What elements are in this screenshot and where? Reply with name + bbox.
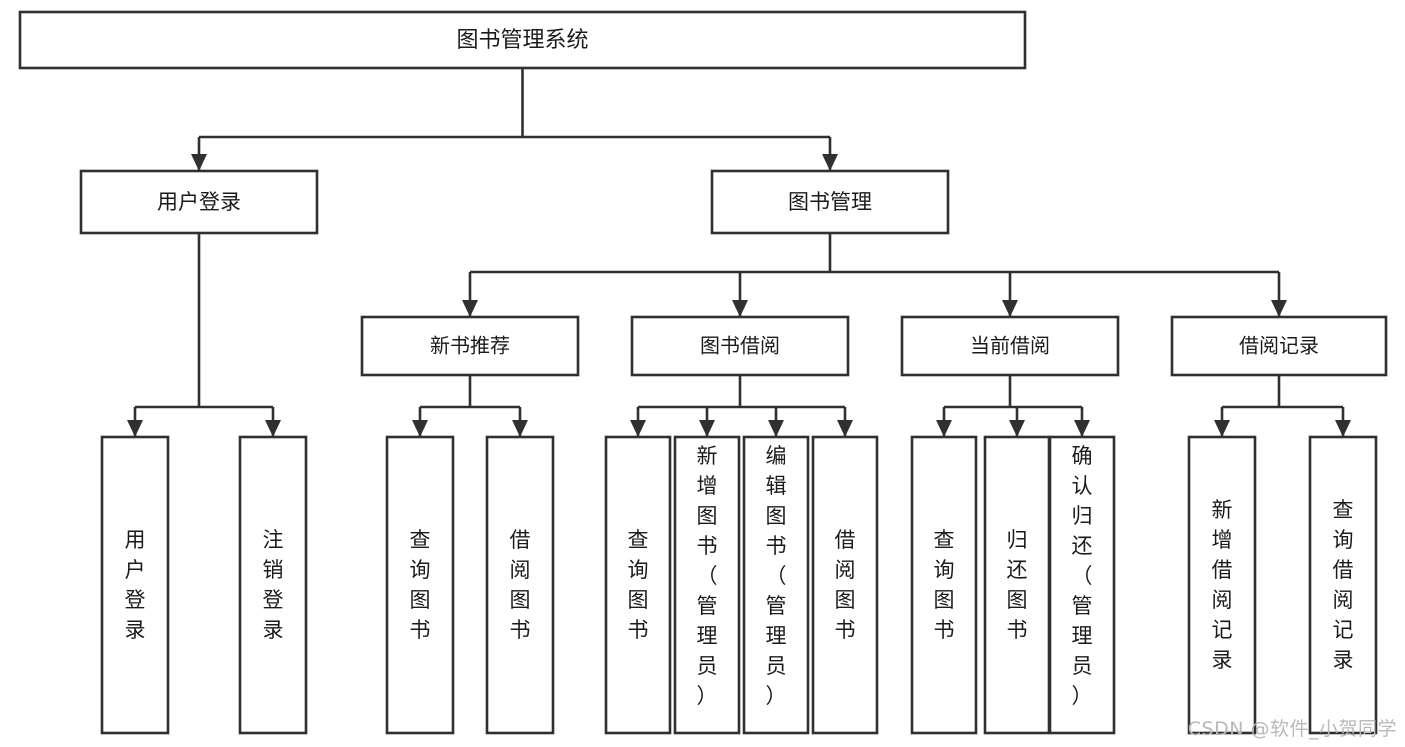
node-label-leaf-add-book-admin: 新增图书（管理员）: [697, 444, 718, 708]
node-box-current-borrow: [900, 315, 1120, 377]
node-box-new-book-recommend: [360, 315, 580, 377]
leafgrp-user-login-arrow-1: [265, 420, 281, 437]
node-label-leaf-edit-book-admin: 编辑图书（管理员）: [766, 444, 787, 708]
node-book-manage[interactable]: 图书管理: [710, 169, 950, 235]
leafgrp-current-borrow-arrow-1: [1009, 420, 1025, 437]
root-to-level2-arrow-0: [191, 154, 207, 171]
node-label-leaf-user-login: 用户登录: [125, 528, 146, 642]
node-leaf-confirm-return-admin[interactable]: 确认归还（管理员）: [1048, 435, 1116, 735]
node-box-leaf-edit-book-admin: [742, 435, 810, 735]
node-leaf-return-book[interactable]: 归还图书: [983, 435, 1051, 735]
leafgrp-borrow-record-arrow-1: [1335, 420, 1351, 437]
node-leaf-query-book-current[interactable]: 查询图书: [910, 435, 978, 735]
node-label-user-login: 用户登录: [157, 190, 241, 214]
node-box-leaf-borrow-book: [811, 435, 879, 735]
node-borrow-record[interactable]: 借阅记录: [1170, 315, 1388, 377]
node-box-user-login: [79, 169, 319, 235]
leafgrp-new-book-recommend-arrow-1: [512, 420, 528, 437]
leafgrp-new-book-recommend-arrow-0: [412, 420, 428, 437]
node-box-leaf-borrow-book-recommend: [485, 435, 555, 735]
node-root[interactable]: 图书管理系统: [18, 10, 1027, 70]
node-label-book-borrow: 图书借阅: [700, 334, 780, 358]
node-label-leaf-logout: 注销登录: [263, 528, 284, 642]
node-label-leaf-query-book-borrow: 查询图书: [628, 528, 649, 642]
node-label-leaf-return-book: 归还图书: [1007, 528, 1028, 642]
leafgrp-book-borrow-arrow-0: [630, 420, 646, 437]
node-new-book-recommend[interactable]: 新书推荐: [360, 315, 580, 377]
node-user-login[interactable]: 用户登录: [79, 169, 319, 235]
node-box-leaf-query-book-recommend: [385, 435, 455, 735]
node-box-leaf-query-borrow-record: [1308, 435, 1378, 735]
node-label-leaf-borrow-book-recommend: 借阅图书: [510, 528, 531, 642]
node-label-leaf-query-book-recommend: 查询图书: [410, 528, 431, 642]
node-current-borrow[interactable]: 当前借阅: [900, 315, 1120, 377]
node-label-book-manage: 图书管理: [788, 190, 872, 214]
node-label-new-book-recommend: 新书推荐: [430, 334, 510, 358]
node-box-leaf-query-book-borrow: [604, 435, 672, 735]
node-leaf-borrow-book-recommend[interactable]: 借阅图书: [485, 435, 555, 735]
node-label-root: 图书管理系统: [456, 28, 588, 53]
node-leaf-add-borrow-record[interactable]: 新增借阅记录: [1187, 435, 1257, 735]
node-label-leaf-add-borrow-record: 新增借阅记录: [1212, 498, 1233, 672]
node-leaf-user-login[interactable]: 用户登录: [100, 435, 170, 735]
node-box-leaf-add-borrow-record: [1187, 435, 1257, 735]
node-label-leaf-query-book-current: 查询图书: [934, 528, 955, 642]
bookmanage-to-level3-arrow-3: [1271, 300, 1287, 317]
node-box-leaf-user-login: [100, 435, 170, 735]
node-leaf-logout[interactable]: 注销登录: [238, 435, 308, 735]
node-box-root: [18, 10, 1027, 70]
leafgrp-current-borrow-arrow-0: [936, 420, 952, 437]
node-leaf-query-book-recommend[interactable]: 查询图书: [385, 435, 455, 735]
root-to-level2-arrow-1: [822, 154, 838, 171]
connector-layer: [127, 68, 1351, 437]
node-leaf-edit-book-admin[interactable]: 编辑图书（管理员）: [742, 435, 810, 735]
node-box-borrow-record: [1170, 315, 1388, 377]
node-leaf-query-book-borrow[interactable]: 查询图书: [604, 435, 672, 735]
leafgrp-current-borrow-arrow-2: [1074, 420, 1090, 437]
bookmanage-to-level3-arrow-1: [732, 300, 748, 317]
node-label-borrow-record: 借阅记录: [1239, 334, 1319, 358]
node-leaf-add-book-admin[interactable]: 新增图书（管理员）: [673, 435, 741, 735]
leafgrp-user-login-arrow-0: [127, 420, 143, 437]
node-leaf-borrow-book[interactable]: 借阅图书: [811, 435, 879, 735]
leafgrp-borrow-record-arrow-0: [1214, 420, 1230, 437]
node-box-leaf-query-book-current: [910, 435, 978, 735]
node-leaf-query-borrow-record[interactable]: 查询借阅记录: [1308, 435, 1378, 735]
node-label-leaf-borrow-book: 借阅图书: [835, 528, 856, 642]
leafgrp-book-borrow-arrow-3: [837, 420, 853, 437]
node-box-book-manage: [710, 169, 950, 235]
node-book-borrow[interactable]: 图书借阅: [630, 315, 850, 377]
node-label-leaf-confirm-return-admin: 确认归还（管理员）: [1072, 444, 1093, 708]
node-box-leaf-add-book-admin: [673, 435, 741, 735]
bookmanage-to-level3-arrow-0: [462, 300, 478, 317]
node-box-leaf-logout: [238, 435, 308, 735]
node-label-leaf-query-borrow-record: 查询借阅记录: [1333, 498, 1354, 672]
node-box-book-borrow: [630, 315, 850, 377]
leafgrp-book-borrow-arrow-2: [768, 420, 784, 437]
bookmanage-to-level3-arrow-2: [1002, 300, 1018, 317]
node-box-leaf-confirm-return-admin: [1048, 435, 1116, 735]
node-layer: 图书管理系统用户登录图书管理新书推荐图书借阅当前借阅借阅记录用户登录注销登录查询…: [18, 10, 1388, 735]
node-box-leaf-return-book: [983, 435, 1051, 735]
node-label-current-borrow: 当前借阅: [970, 334, 1050, 358]
leafgrp-book-borrow-arrow-1: [699, 420, 715, 437]
